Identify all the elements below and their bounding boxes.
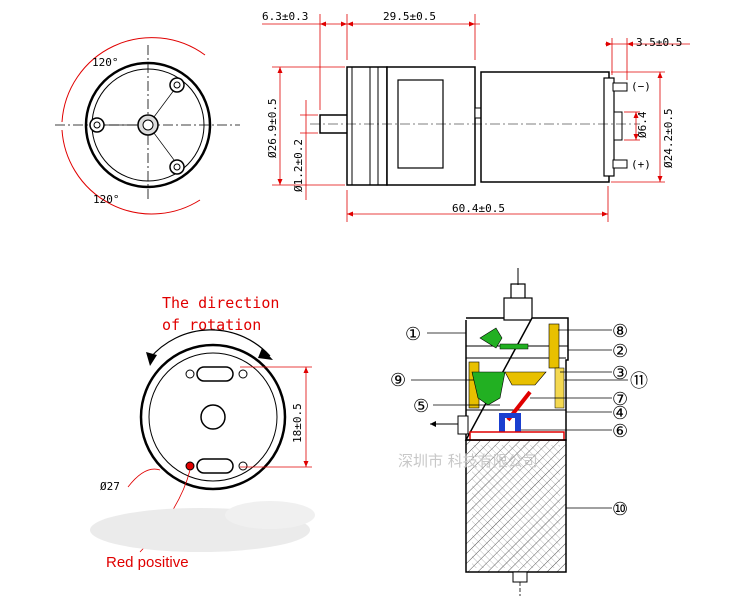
red-positive-label: Red positive: [106, 554, 189, 571]
terminal-neg-label: (−): [631, 80, 651, 93]
yellow-wall-right: [548, 323, 560, 369]
mount-hole-top: [169, 77, 185, 93]
mount-hole-left: [89, 117, 105, 133]
dim-body-length: 29.5±0.5: [383, 10, 436, 23]
dim-terminal: 3.5±0.5: [636, 36, 682, 49]
callout-10: ⑩: [612, 499, 628, 520]
rear-view: The direction of rotation 18±0.5 Ø27: [90, 294, 315, 571]
red-positive-dot: [185, 461, 195, 471]
rotation-title-line1: The direction: [162, 294, 279, 312]
dim-motor-diameter: Ø24.2±0.5: [662, 108, 675, 168]
terminal-negative: [612, 82, 628, 92]
callout-1: ①: [405, 324, 421, 345]
angle-label-bottom: 120°: [93, 193, 120, 206]
rotation-arrow-left: [146, 352, 157, 366]
rear-slot-bottom: [196, 458, 234, 474]
rotation-title-line2: of rotation: [162, 316, 261, 334]
terminal-pos-label: (+): [631, 158, 651, 171]
rear-center-hole: [200, 404, 226, 430]
side-view: (−) (+): [262, 10, 690, 222]
callout-11: ⑪: [630, 371, 648, 392]
dim-rear-diameter: Ø27: [100, 480, 120, 493]
dim-shaft-length: 6.3±0.3: [262, 10, 308, 23]
callout-5: ⑤: [413, 396, 429, 417]
callout-6: ⑥: [612, 421, 628, 442]
angle-label-top: 120°: [92, 56, 119, 69]
dim-total-length: 60.4±0.5: [452, 202, 505, 215]
callout-3: ③: [612, 363, 628, 384]
dim-shaft-diameter: Ø1.2±0.2: [292, 139, 305, 192]
watermark-text: 深圳市 科技有限公司: [398, 452, 538, 470]
mount-hole-bottom: [169, 159, 185, 175]
callout-8: ⑧: [612, 321, 628, 342]
cross-section-view: 深圳市 科技有限公司 ① ⑧ ② ⑨ ③ ⑪ ⑤ ⑦ ④ ⑥: [390, 268, 648, 596]
dim-boss-diameter: Ø6.4: [636, 111, 649, 138]
rear-slot-top: [196, 366, 234, 382]
dim-rear-height: 18±0.5: [291, 403, 304, 443]
dim-body-diameter: Ø26.9±0.5: [266, 98, 279, 158]
callout-4: ④: [612, 403, 628, 424]
front-view: 120° 120°: [55, 37, 240, 215]
callout-2: ②: [612, 341, 628, 362]
callout-9: ⑨: [390, 370, 406, 391]
terminal-positive: [612, 159, 628, 169]
callout-7: ⑦: [612, 389, 628, 410]
rotation-arrow-right: [258, 348, 273, 360]
center-shaft: [137, 114, 159, 136]
